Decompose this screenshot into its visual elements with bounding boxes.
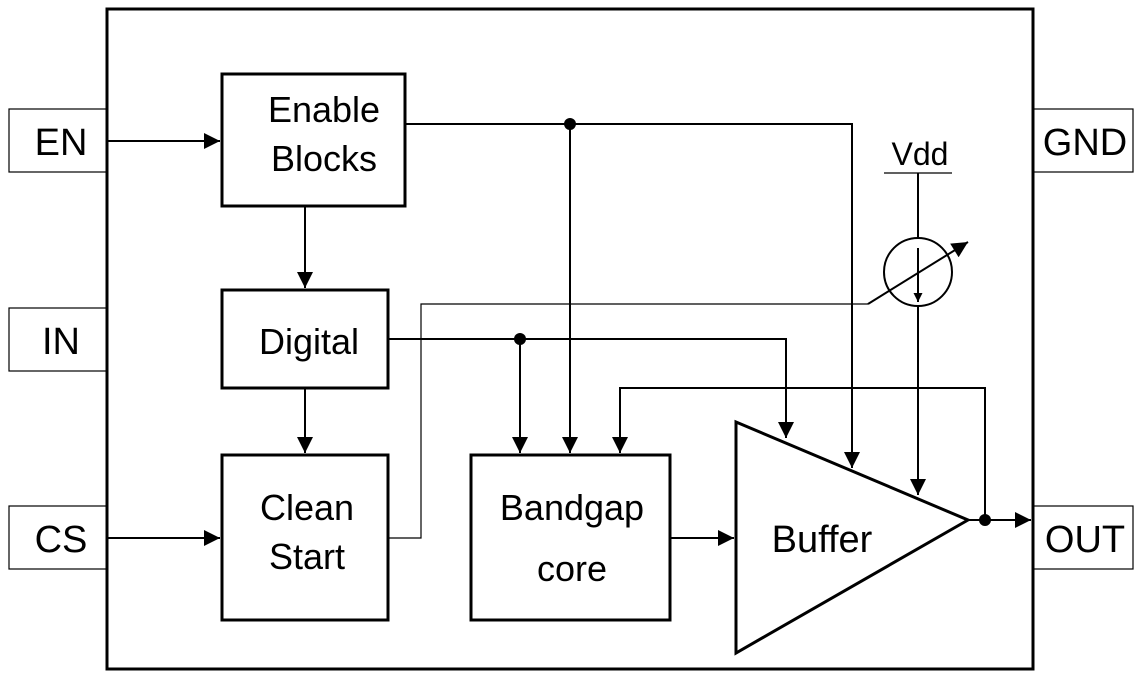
pin-out: OUT (1032, 505, 1134, 570)
buffer-amplifier: Buffer (734, 419, 972, 656)
clean-start-line2: Start (269, 536, 345, 577)
bandgap-core-block: Bandgap core (469, 453, 672, 622)
pin-en-label: EN (35, 122, 88, 164)
digital-label: Digital (259, 321, 359, 362)
digital-block: Digital (220, 288, 390, 390)
junction-dots (514, 118, 991, 526)
enable-blocks-line2: Blocks (271, 138, 377, 179)
clean-start-block: Clean Start (220, 453, 390, 622)
enable-blocks-block: Enable Blocks (220, 72, 407, 208)
adjustable-current-source-icon (867, 237, 969, 307)
pin-in-label: IN (42, 321, 80, 363)
buffer-label: Buffer (772, 519, 873, 561)
pin-cs-label: CS (35, 519, 88, 561)
pin-in: IN (8, 307, 108, 372)
clean-start-line1: Clean (260, 487, 354, 528)
vdd-label: Vdd (892, 136, 949, 172)
pin-gnd-label: GND (1043, 122, 1127, 164)
pin-out-label: OUT (1045, 519, 1125, 561)
pin-gnd: GND (1032, 108, 1134, 173)
bandgap-core-line1: Bandgap (500, 487, 644, 528)
pin-cs: CS (8, 505, 108, 570)
bandgap-core-line2: core (537, 548, 607, 589)
pin-en: EN (8, 108, 108, 173)
enable-blocks-line1: Enable (268, 89, 380, 130)
